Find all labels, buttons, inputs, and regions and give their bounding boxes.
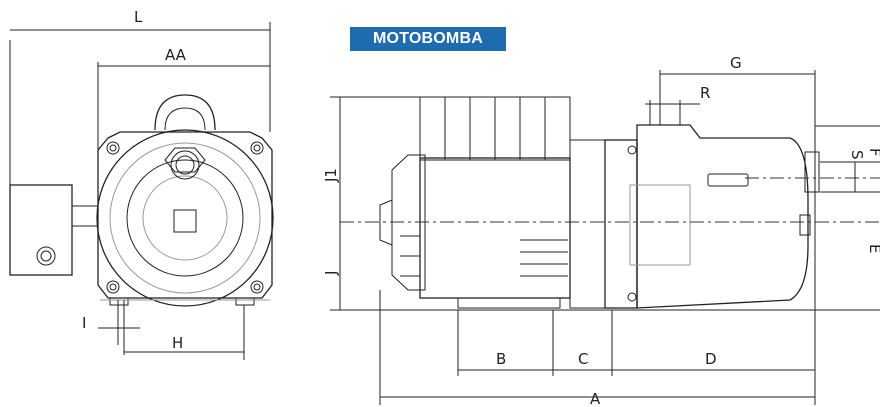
label-G: G	[730, 54, 742, 72]
front-dimensions	[9, 22, 271, 360]
label-D: D	[705, 350, 717, 368]
label-J1: J1	[322, 168, 340, 183]
label-H: H	[172, 334, 183, 352]
label-L: L	[134, 8, 143, 26]
label-E: E	[866, 244, 880, 253]
side-dimensions	[330, 70, 880, 405]
label-R: R	[700, 84, 710, 102]
label-F: F	[866, 148, 880, 157]
title-badge: MOTOBOMBA	[350, 27, 506, 51]
dimension-labels: L AA I H G R B C D A J1 J S F E	[82, 8, 880, 407]
label-J: J	[322, 271, 340, 276]
label-B: B	[496, 350, 506, 368]
front-view	[9, 94, 274, 307]
label-C: C	[578, 350, 588, 368]
label-S: S	[848, 150, 866, 160]
label-A: A	[590, 390, 601, 407]
terminal-box	[9, 184, 73, 276]
label-AA: AA	[165, 46, 187, 64]
centerlines	[340, 177, 880, 223]
side-view	[379, 96, 820, 309]
label-I: I	[82, 314, 86, 332]
